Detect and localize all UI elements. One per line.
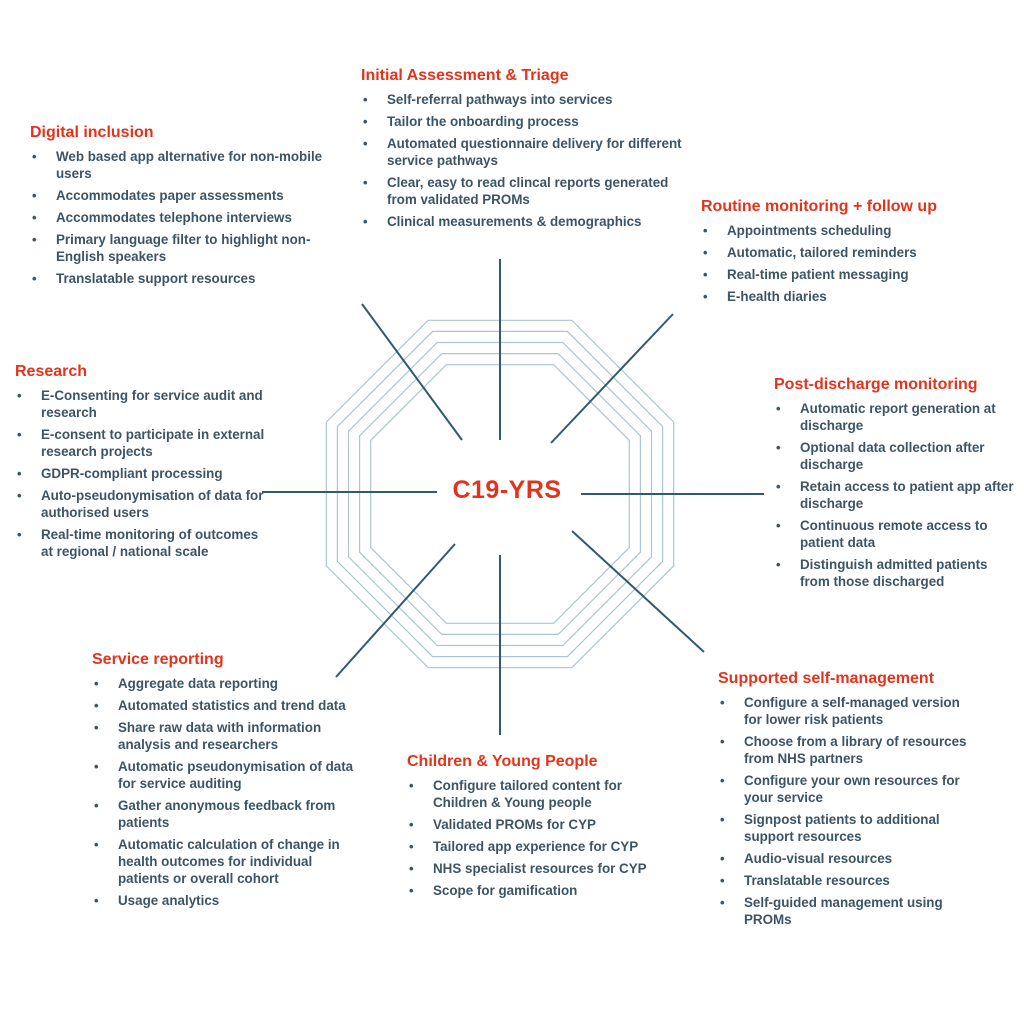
section-research: Research E-Consenting for service audit … (15, 362, 265, 565)
section-supported-self-management: Supported self-management Configure a se… (718, 669, 978, 933)
section-post-discharge: Post-discharge monitoring Automatic repo… (774, 375, 1014, 595)
list-item: Real-time patient messaging (701, 266, 1001, 283)
list-item: Real-time monitoring of outcomes at regi… (15, 526, 265, 560)
spoke-bottom-right (571, 530, 705, 653)
section-service-reporting: Service reporting Aggregate data reporti… (92, 650, 357, 914)
list-item: E-consent to participate in external res… (15, 426, 265, 460)
list-item: Configure tailored content for Children … (407, 777, 677, 811)
concentric-octagons (325, 319, 675, 669)
section-title: Digital inclusion (30, 124, 154, 141)
list-item: Choose from a library of resources from … (718, 733, 978, 767)
section-title: Children & Young People (407, 753, 598, 770)
list-item: Aggregate data reporting (92, 675, 357, 692)
octagon-ring (370, 364, 630, 624)
list-item: Audio-visual resources (718, 850, 978, 867)
section-title: Initial Assessment & Triage (361, 67, 569, 84)
list-item: NHS specialist resources for CYP (407, 860, 677, 877)
list-item: Clinical measurements & demographics (361, 213, 691, 230)
list-item: Tailored app experience for CYP (407, 838, 677, 855)
section-title: Supported self-management (718, 670, 935, 687)
list-item: GDPR-compliant processing (15, 465, 265, 482)
section-initial-assessment: Initial Assessment & Triage Self-referra… (361, 66, 691, 235)
list-item: Share raw data with information analysis… (92, 719, 357, 753)
list-item: Distinguish admitted patients from those… (774, 556, 1014, 590)
list-item: Clear, easy to read clincal reports gene… (361, 174, 691, 208)
spoke-bottom-left (335, 543, 456, 678)
list-item: Accommodates paper assessments (30, 187, 330, 204)
list-item: Translatable resources (718, 872, 978, 889)
section-children-young-people: Children & Young People Configure tailor… (407, 752, 677, 904)
octagon-ring (336, 330, 664, 658)
center-title: C19-YRS (452, 476, 562, 504)
list-item: E-Consenting for service audit and resea… (15, 387, 265, 421)
list-item: Appointments scheduling (701, 222, 1001, 239)
list-item: Usage analytics (92, 892, 357, 909)
item-list: Self-referral pathways into services Tai… (361, 91, 691, 230)
list-item: Primary language filter to highlight non… (30, 231, 330, 265)
octagon-ring (359, 353, 642, 636)
octagon-ring (325, 319, 675, 669)
list-item: Automated questionnaire delivery for dif… (361, 135, 691, 169)
section-digital-inclusion: Digital inclusion Web based app alternat… (30, 123, 330, 292)
section-title: Routine monitoring + follow up (701, 198, 937, 215)
list-item: E-health diaries (701, 288, 1001, 305)
list-item: Retain access to patient app after disch… (774, 478, 1014, 512)
list-item: Self-guided management using PROMs (718, 894, 978, 928)
item-list: Appointments scheduling Automatic, tailo… (701, 222, 1001, 305)
octagon-ring (347, 341, 653, 647)
list-item: Automatic, tailored reminders (701, 244, 1001, 261)
list-item: Automatic report generation at discharge (774, 400, 1014, 434)
spoke-top-right (550, 313, 674, 444)
item-list: Automatic report generation at discharge… (774, 400, 1014, 590)
section-title: Research (15, 363, 88, 380)
list-item: Configure your own resources for your se… (718, 772, 978, 806)
list-item: Continuous remote access to patient data (774, 517, 1014, 551)
list-item: Automated statistics and trend data (92, 697, 357, 714)
list-item: Automatic calculation of change in healt… (92, 836, 357, 887)
item-list: Configure tailored content for Children … (407, 777, 677, 899)
item-list: Aggregate data reporting Automated stati… (92, 675, 357, 909)
list-item: Signpost patients to additional support … (718, 811, 978, 845)
list-item: Auto-pseudonymisation of data for author… (15, 487, 265, 521)
list-item: Tailor the onboarding process (361, 113, 691, 130)
list-item: Self-referral pathways into services (361, 91, 691, 108)
section-title: Service reporting (92, 651, 224, 668)
spoke-top-left (361, 303, 463, 441)
section-title: Post-discharge monitoring (774, 376, 978, 393)
list-item: Validated PROMs for CYP (407, 816, 677, 833)
item-list: Configure a self-managed version for low… (718, 694, 978, 928)
section-routine-monitoring: Routine monitoring + follow up Appointme… (701, 197, 1001, 310)
list-item: Web based app alternative for non-mobile… (30, 148, 330, 182)
list-item: Automatic pseudonymisation of data for s… (92, 758, 357, 792)
list-item: Optional data collection after discharge (774, 439, 1014, 473)
list-item: Scope for gamification (407, 882, 677, 899)
list-item: Translatable support resources (30, 270, 330, 287)
list-item: Configure a self-managed version for low… (718, 694, 978, 728)
item-list: E-Consenting for service audit and resea… (15, 387, 265, 560)
list-item: Accommodates telephone interviews (30, 209, 330, 226)
spokes (262, 259, 764, 735)
item-list: Web based app alternative for non-mobile… (30, 148, 330, 287)
list-item: Gather anonymous feedback from patients (92, 797, 357, 831)
